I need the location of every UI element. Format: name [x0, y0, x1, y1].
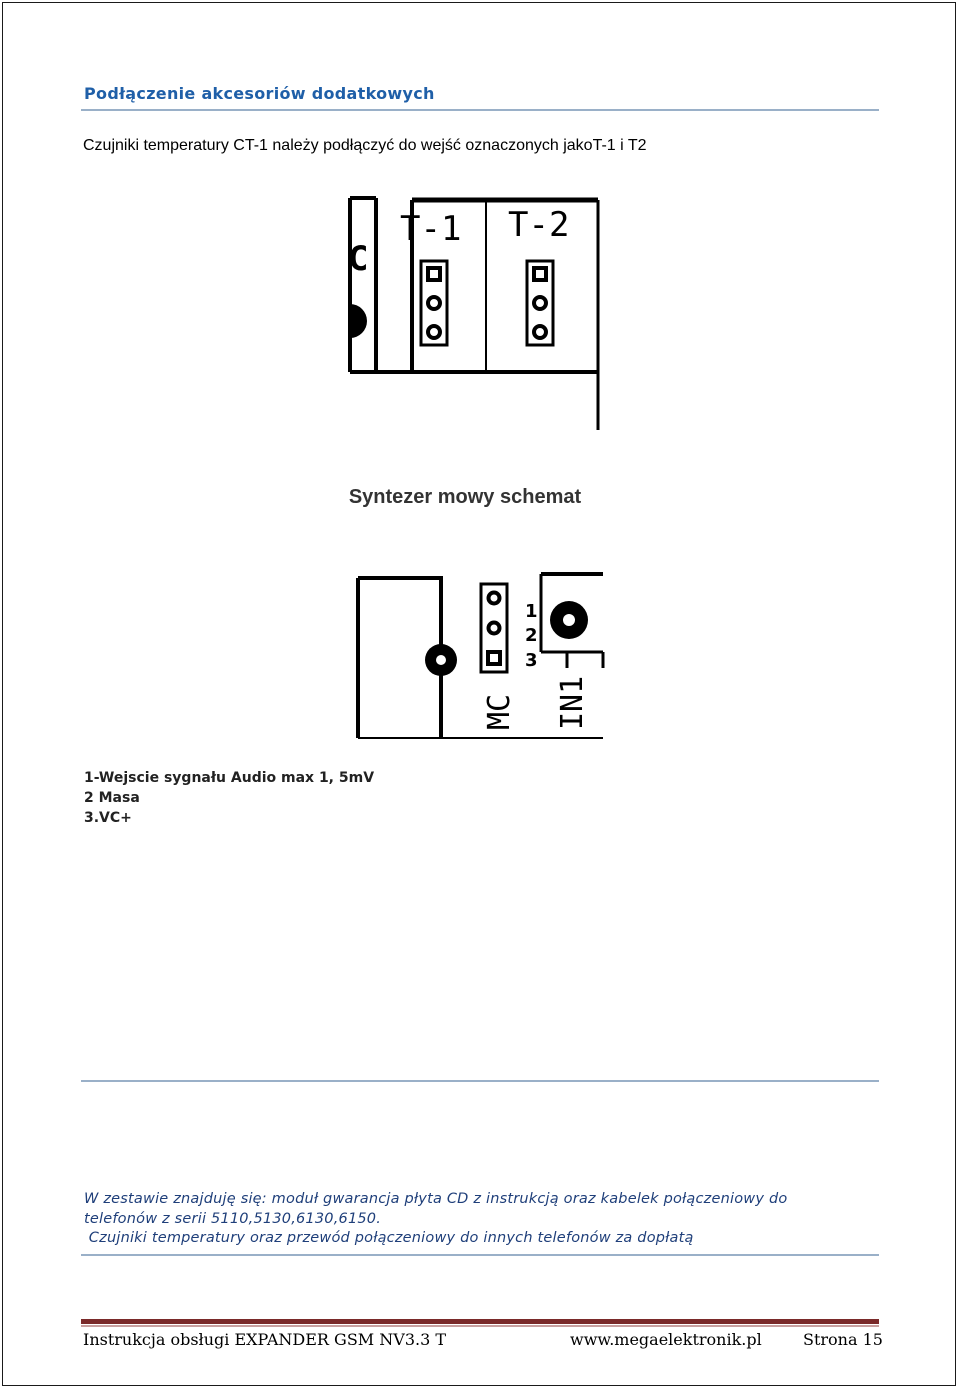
- pin-legend-item: 3.VC+: [84, 810, 132, 826]
- section-title: Podłączenie akcesoriów dodatkowych: [84, 84, 435, 103]
- footer-manual-title: Instrukcja obsługi EXPANDER GSM NV3.3 T: [83, 1330, 447, 1349]
- t1-label: T-1: [400, 209, 461, 249]
- pin-legend: 1-Wejscie sygnału Audio max 1, 5mV 2 Mas…: [84, 768, 374, 828]
- t2-pin-header: [525, 259, 555, 347]
- footer-page-number: Strona 15: [803, 1330, 883, 1349]
- kit-note-line: Czujniki temperatury oraz przewód połącz…: [84, 1230, 694, 1246]
- pin-number-1: 1: [525, 601, 538, 622]
- pin-number-3: 3: [525, 650, 538, 671]
- t2-label: T-2: [508, 205, 569, 245]
- footer-bar-thin: [81, 1325, 879, 1327]
- footer-url: www.megaelektronik.pl: [570, 1330, 762, 1349]
- footer-bar: [81, 1319, 879, 1324]
- title-rule: [81, 109, 879, 111]
- pin-number-2: 2: [525, 625, 538, 646]
- kit-note-line: W zestawie znajduję się: moduł gwarancja…: [84, 1191, 788, 1207]
- partial-c-label: C: [348, 239, 368, 279]
- intro-text: Czujniki temperatury CT-1 należy podłącz…: [83, 137, 647, 154]
- note-rule: [81, 1254, 879, 1256]
- speech-synth-caption: Syntezer mowy schemat: [348, 486, 582, 508]
- pin-legend-item: 2 Masa: [84, 790, 140, 806]
- t1-pin-header: [419, 259, 449, 347]
- temperature-connector-diagram: C T-1 T-2: [348, 196, 600, 430]
- partial-jack-icon: [350, 304, 367, 338]
- in1-label: IN1: [555, 676, 590, 730]
- pin-legend-item: 1-Wejscie sygnału Audio max 1, 5mV: [84, 770, 375, 786]
- kit-contents-note: W zestawie znajduję się: moduł gwarancja…: [84, 1190, 884, 1249]
- speech-synth-diagram: 1 2 3 MC IN1: [356, 572, 605, 739]
- mc-label: MC: [482, 694, 517, 730]
- separator-rule: [81, 1080, 879, 1082]
- kit-note-line: telefonów z serii 5110,5130,6130,6150.: [84, 1210, 382, 1227]
- mc-pin-header: [479, 582, 509, 674]
